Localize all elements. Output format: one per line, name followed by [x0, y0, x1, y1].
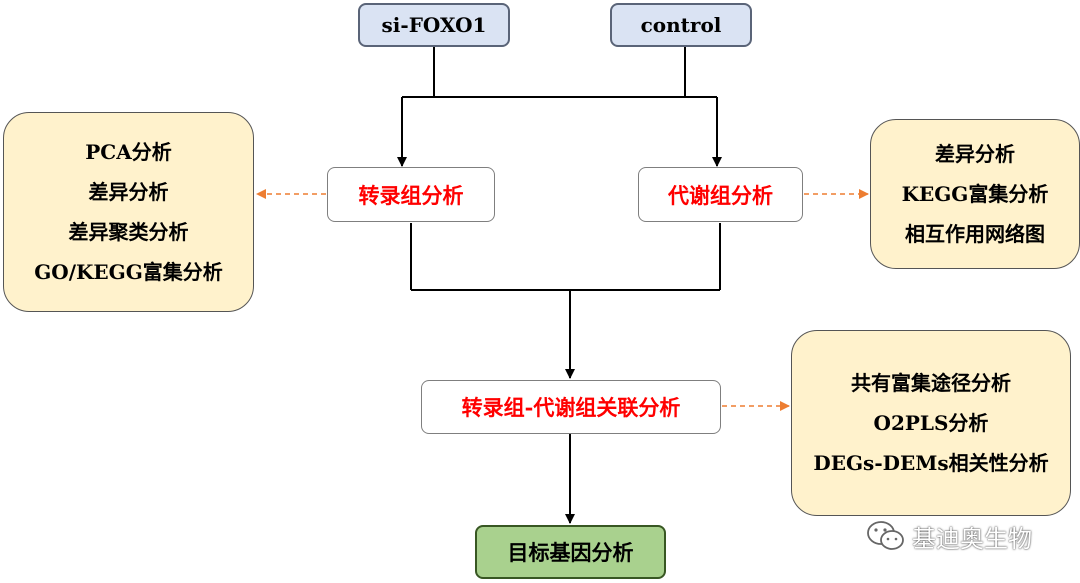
transcriptome-details-box: PCA分析 差异分析 差异聚类分析 GO/KEGG富集分析	[3, 112, 254, 312]
wechat-icon	[867, 521, 904, 550]
watermark: 基迪奥生物	[866, 518, 1032, 554]
metabolome-detail-item: 相互作用网络图	[905, 222, 1045, 246]
transcriptome-detail-item: PCA分析	[85, 140, 172, 164]
joint-details-box: 共有富集途径分析 O2PLS分析 DEGs-DEMs相关性分析	[791, 330, 1071, 516]
metabolome-detail-item: 差异分析	[935, 142, 1015, 166]
metabolome-details-box: 差异分析 KEGG富集分析 相互作用网络图	[870, 119, 1080, 269]
target-gene-analysis-box: 目标基因分析	[475, 525, 666, 579]
joint-detail-item: DEGs-DEMs相关性分析	[813, 451, 1049, 475]
target-gene-analysis-label: 目标基因分析	[507, 540, 634, 565]
metabolome-analysis-label: 代谢组分析	[668, 182, 773, 208]
transcriptome-detail-item: 差异分析	[88, 180, 169, 204]
transcriptome-analysis-label: 转录组分析	[358, 182, 464, 208]
joint-detail-item: 共有富集途径分析	[851, 371, 1011, 395]
input-si-foxo1: si-FOXO1	[358, 3, 510, 47]
joint-detail-item: O2PLS分析	[873, 411, 989, 435]
input-control-label: control	[640, 13, 722, 37]
input-control: control	[610, 3, 752, 47]
transcriptome-analysis-box: 转录组分析	[327, 167, 495, 222]
joint-analysis-label: 转录组-代谢组关联分析	[461, 395, 681, 420]
transcriptome-detail-item: GO/KEGG富集分析	[34, 260, 223, 284]
metabolome-analysis-box: 代谢组分析	[638, 167, 803, 222]
joint-analysis-box: 转录组-代谢组关联分析	[421, 380, 721, 434]
transcriptome-detail-item: 差异聚类分析	[68, 220, 189, 244]
metabolome-detail-item: KEGG富集分析	[901, 182, 1049, 206]
input-si-foxo1-label: si-FOXO1	[381, 13, 487, 37]
watermark-text: 基迪奥生物	[912, 524, 1032, 553]
